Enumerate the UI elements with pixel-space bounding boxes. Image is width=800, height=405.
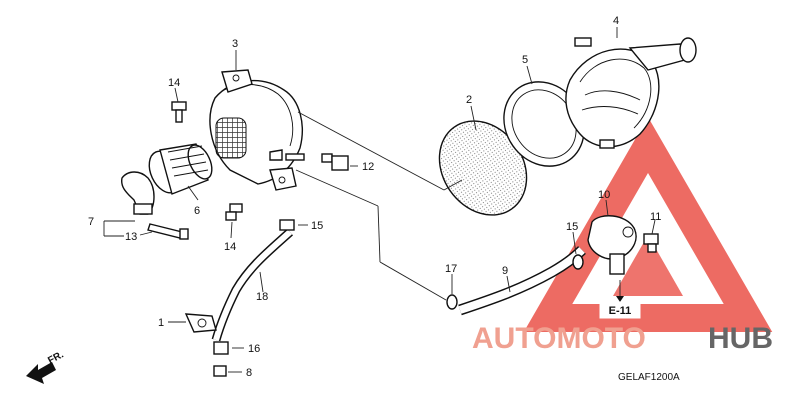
- arrow-left-icon: [26, 362, 56, 384]
- part-plug-8: [213, 365, 227, 377]
- callout-17: 17: [445, 263, 457, 275]
- callout-18: 18: [256, 291, 268, 303]
- part-bolt-12: [321, 153, 349, 171]
- callout-15-right: 15: [566, 221, 578, 233]
- part-air-cleaner-case: [209, 69, 305, 191]
- callout-15-left: 15: [311, 220, 323, 232]
- part-drain-tube: [211, 228, 294, 342]
- callout-7: 7: [88, 216, 94, 228]
- callout-16-top: 16: [248, 343, 260, 355]
- callout-11: 11: [650, 211, 661, 223]
- callout-labels: 3 2 5 4 14 6 12 7 13 14 15 18 1 16 8 17 …: [88, 15, 661, 379]
- part-holder-1: [184, 313, 217, 333]
- watermark-text-red: AUTOMOTO: [472, 322, 646, 355]
- part-bolt-14-bottom: [225, 203, 243, 221]
- watermark-text: AUTOMOTO HUB: [472, 322, 773, 355]
- part-clip-16-top: [279, 219, 295, 231]
- watermark-triangle-inner: [613, 235, 683, 296]
- watermark-text-dark: HUB: [708, 322, 773, 355]
- part-bolt-11: [643, 233, 659, 253]
- callout-9: 9: [502, 265, 508, 277]
- part-clip-16-bottom: [213, 341, 229, 355]
- callout-1: 1: [158, 317, 164, 329]
- leader-lines: [103, 27, 656, 373]
- part-connecting-tube: [148, 143, 213, 195]
- callout-14-top: 14: [168, 77, 180, 89]
- callout-5: 5: [522, 54, 528, 66]
- callout-12: 12: [362, 161, 374, 173]
- part-band-clamp: [120, 171, 155, 215]
- part-bolt-14-top: [171, 101, 187, 123]
- part-separator: [587, 215, 637, 275]
- callout-8: 8: [246, 367, 252, 379]
- part-air-cleaner-cover: [565, 37, 697, 149]
- part-screw-13: [147, 223, 189, 240]
- reference-box-label: E-11: [609, 305, 632, 317]
- callout-13: 13: [125, 231, 137, 243]
- part-clip-17: [446, 294, 458, 310]
- callout-14-bottom: 14: [224, 241, 236, 253]
- callout-4: 4: [613, 15, 619, 27]
- callout-10: 10: [598, 189, 610, 201]
- direction-label: FR.: [46, 349, 66, 366]
- reference-box: [599, 301, 641, 319]
- diagram-code: GELAF1200A: [618, 372, 680, 383]
- front-direction-arrow: FR.: [26, 349, 66, 384]
- callout-6: 6: [194, 205, 200, 217]
- part-clip-15-right: [572, 254, 584, 270]
- callout-2: 2: [466, 94, 472, 106]
- callout-3: 3: [232, 38, 238, 50]
